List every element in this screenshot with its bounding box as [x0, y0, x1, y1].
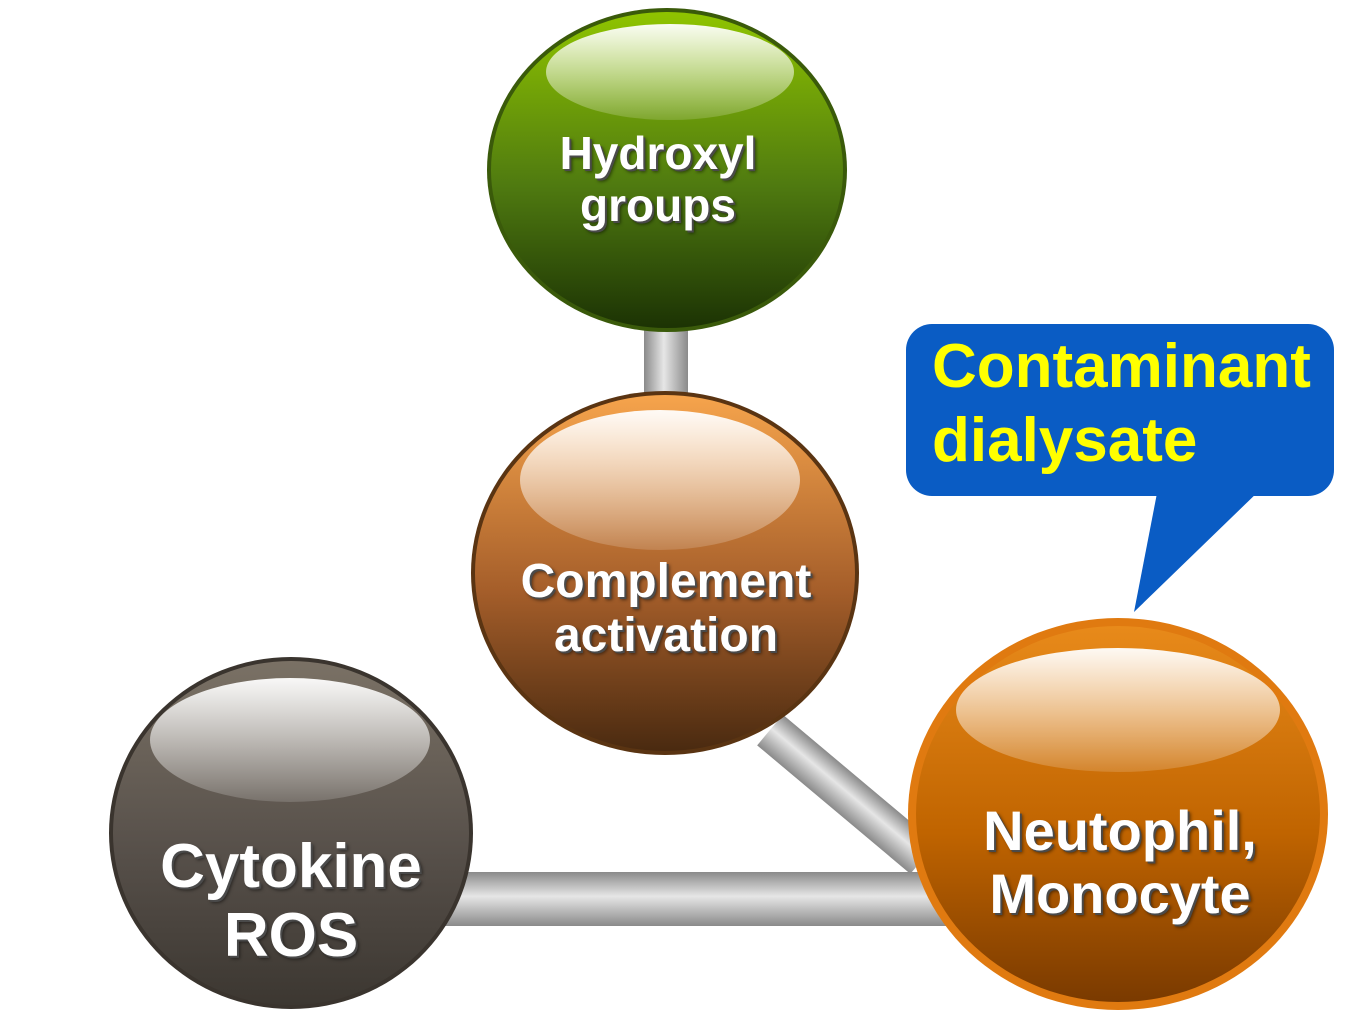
callout-line: dialysate	[932, 406, 1198, 476]
gloss-highlight	[546, 24, 794, 120]
gloss-highlight	[150, 678, 430, 802]
label-line: Hydroxyl	[559, 127, 757, 179]
gloss-highlight	[520, 410, 800, 550]
connector-complement-neutrophil	[757, 714, 937, 874]
callout-bubble	[906, 324, 1334, 612]
node-label-cytokine: Cytokine ROS	[110, 832, 472, 971]
node-hydroxyl	[487, 8, 847, 332]
label-line: Monocyte	[989, 861, 1251, 925]
gloss-highlight	[956, 648, 1280, 772]
node-label-complement: Complement activation	[474, 555, 858, 663]
node-label-hydroxyl: Hydroxyl groups	[488, 127, 828, 231]
node-cytokine	[109, 657, 473, 1009]
node-label-neutrophil: Neutophil, Monocyte	[930, 799, 1310, 925]
node-neutrophil	[908, 618, 1328, 1010]
label-line: Cytokine	[160, 832, 422, 901]
connector-cytokine-neutrophil	[440, 872, 960, 926]
node-complement	[471, 391, 859, 755]
label-line: ROS	[223, 901, 359, 971]
callout-text: Contaminant dialysate	[932, 330, 1352, 479]
label-line: groups	[580, 178, 736, 231]
label-line: Neutophil,	[983, 799, 1257, 862]
label-line: activation	[553, 608, 779, 662]
callout-line: Contaminant	[932, 332, 1311, 401]
label-line: Complement	[520, 555, 812, 608]
